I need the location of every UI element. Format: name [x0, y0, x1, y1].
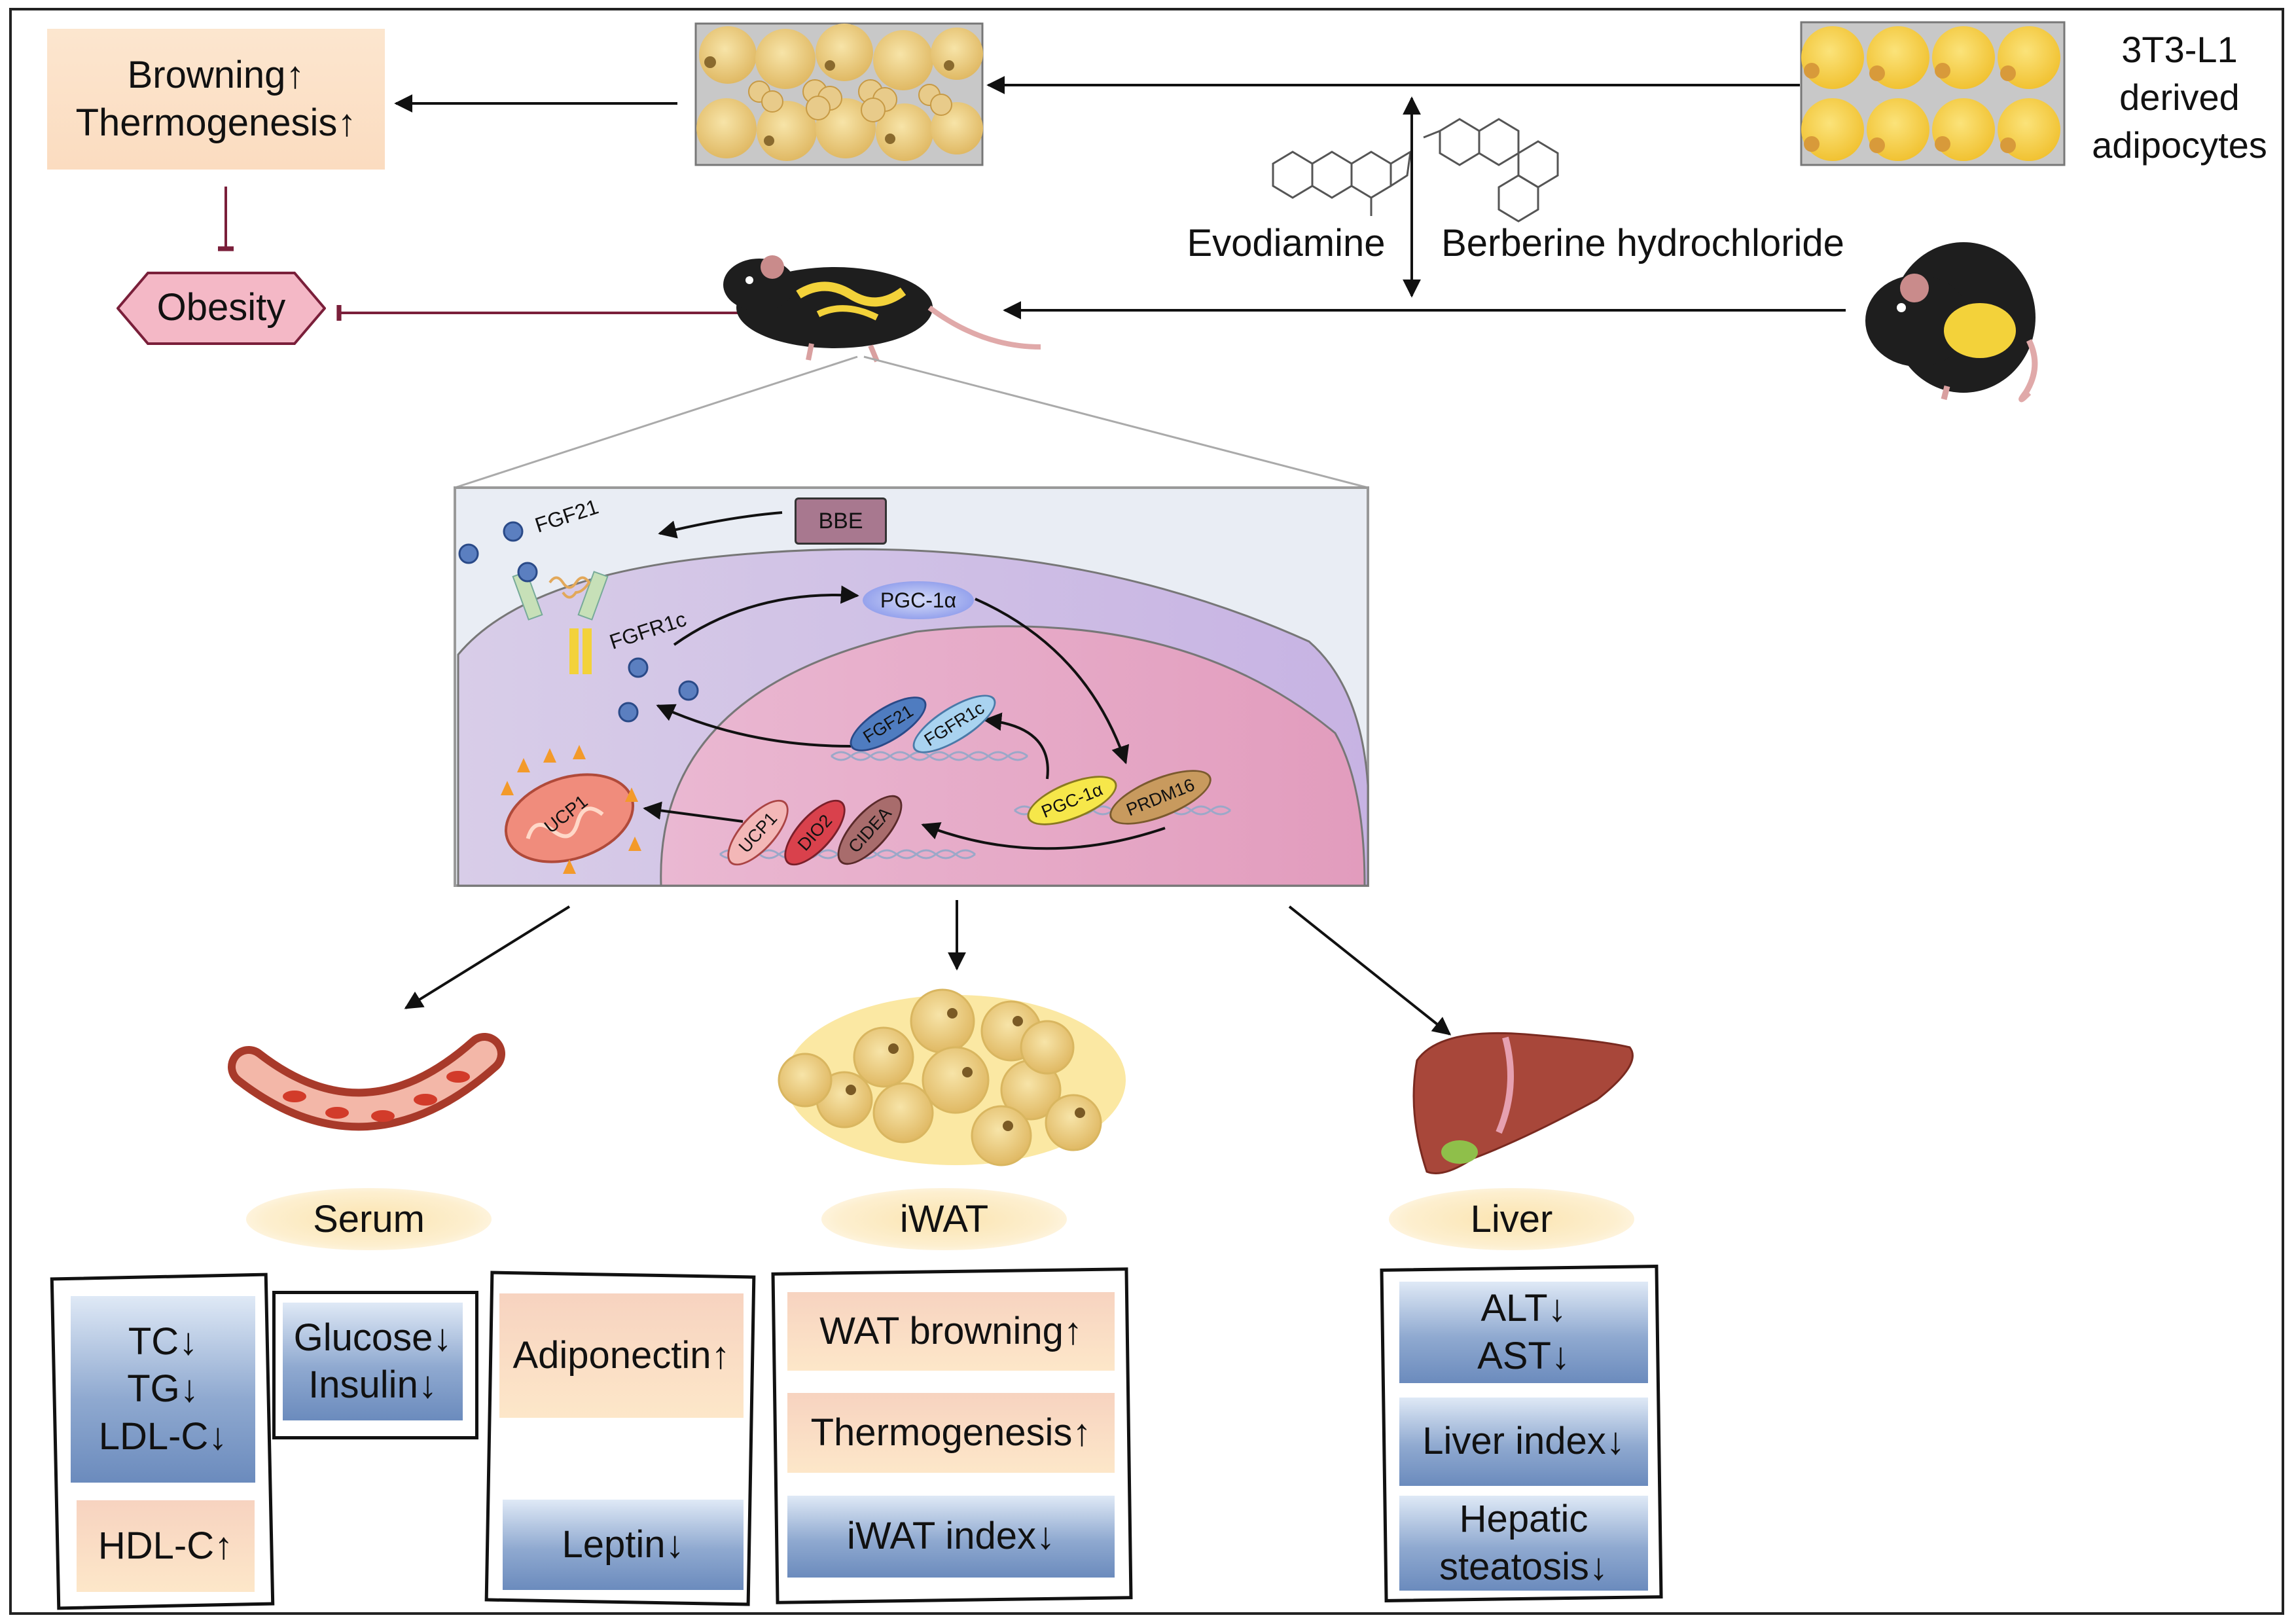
iwat-thermogenesis-box: Thermogenesis↑: [787, 1393, 1115, 1473]
leptin-label: Leptin↓: [562, 1523, 685, 1566]
arrow-to-serum: [404, 905, 571, 1009]
iwat-thermogenesis-label: Thermogenesis↑: [810, 1411, 1092, 1454]
fgfr1c-receptor: [512, 571, 609, 674]
lipid-box: TC↓ TG↓ LDL-C↓: [71, 1296, 255, 1483]
steatosis-line1: Hepatic: [1459, 1498, 1588, 1540]
cell-line-label: 3T3-L1 derived adipocytes: [2078, 26, 2281, 169]
white-adipocyte-image: [1800, 21, 2066, 166]
liver-index-label: Liver index↓: [1422, 1420, 1625, 1463]
browned-adipocyte-image: [694, 22, 984, 166]
tc-label: TC↓: [128, 1320, 198, 1363]
glucose-label: Glucose↓: [293, 1316, 452, 1359]
steatosis-line2: steatosis↓: [1439, 1545, 1608, 1588]
iwat-index-box: iWAT index↓: [787, 1496, 1115, 1578]
leptin-box: Leptin↓: [503, 1500, 744, 1590]
berberine-label: Berberine hydrochloride: [1441, 222, 1844, 264]
evodiamine-structure: [1272, 150, 1412, 216]
iwat-label: iWAT: [821, 1188, 1067, 1250]
adiponectin-box: Adiponectin↑: [499, 1293, 744, 1418]
liver-label: Liver: [1389, 1188, 1634, 1250]
figure-frame: [9, 8, 2284, 1615]
blood-vessel-icon: [228, 1033, 505, 1131]
bbe-box: BBE: [795, 497, 887, 545]
arrow-to-liver: [1288, 905, 1452, 1036]
obesity-label: Obesity: [156, 286, 286, 329]
iwat-tissue-icon: [778, 988, 1126, 1166]
liver-enzyme-box: ALT↓ AST↓: [1399, 1282, 1648, 1383]
berberine-structure: [1423, 118, 1559, 223]
tg-label: TG↓: [127, 1367, 199, 1411]
iwat-index-label: iWAT index↓: [846, 1515, 1055, 1558]
pgc1a-label: PGC-1α: [880, 588, 957, 612]
browning-thermogenesis-box: Browning↑ Thermogenesis↑: [47, 29, 385, 170]
evodiamine-label: Evodiamine: [1187, 222, 1386, 264]
wat-browning-box: WAT browning↑: [787, 1292, 1115, 1371]
ast-label: AST↓: [1477, 1334, 1570, 1377]
cell-line-line1: 3T3-L1: [2121, 29, 2238, 70]
obese-mouse-icon: [1865, 242, 2038, 403]
hdl-box: HDL-C↑: [77, 1500, 255, 1592]
hdl-label: HDL-C↑: [98, 1524, 234, 1567]
fgf21-molecules: [458, 521, 699, 723]
mitochondrion: [501, 745, 641, 874]
adiponectin-label: Adiponectin↑: [512, 1333, 730, 1377]
bbe-label: BBE: [818, 508, 863, 533]
treated-mouse-icon: [723, 255, 1041, 363]
alt-label: ALT↓: [1480, 1287, 1567, 1329]
ldl-label: LDL-C↓: [98, 1415, 228, 1458]
thermogenesis-label: Thermogenesis↑: [75, 101, 357, 144]
liver-icon: [1412, 1032, 1634, 1174]
liver-index-box: Liver index↓: [1399, 1398, 1648, 1486]
cell-line-line2: derived: [2119, 76, 2240, 118]
obesity-node: [117, 272, 326, 345]
serum-label: Serum: [246, 1188, 492, 1250]
cell-line-line3: adipocytes: [2092, 124, 2267, 166]
obesity-outline: [117, 272, 326, 345]
wat-browning-label: WAT browning↑: [819, 1309, 1083, 1352]
pgc1a-protein: PGC-1α: [863, 581, 974, 619]
browning-label: Browning↑: [127, 54, 305, 96]
steatosis-box: Hepatic steatosis↓: [1399, 1496, 1648, 1591]
glucose-box: Glucose↓ Insulin↓: [283, 1303, 463, 1420]
insulin-label: Insulin↓: [308, 1363, 437, 1406]
